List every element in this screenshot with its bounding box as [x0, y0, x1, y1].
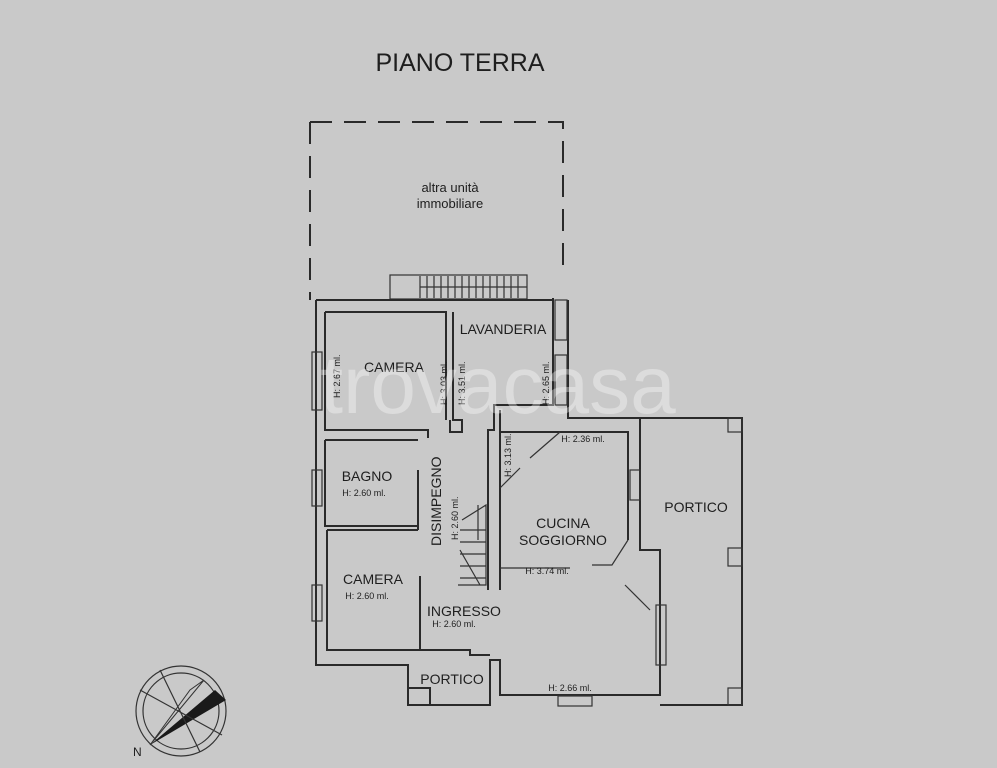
room-portico-right: PORTICO	[664, 499, 728, 515]
height-ingresso: H: 2.60 ml.	[432, 619, 476, 629]
external-stairs	[389, 274, 528, 300]
outside-unit-label-1: altra unità	[421, 180, 479, 195]
height-cucina-d: H: 2.66 ml.	[548, 683, 592, 693]
room-soggiorno: SOGGIORNO	[519, 532, 607, 548]
compass-north-label: N	[133, 745, 142, 759]
height-cucina-b: H: 3.13 ml.	[503, 433, 513, 477]
height-lavanderia-b: H: 3.51 ml.	[457, 361, 467, 405]
room-ingresso: INGRESSO	[427, 603, 501, 619]
room-camera-top: CAMERA	[364, 359, 425, 375]
height-disimpegno: H: 2.60 ml.	[450, 496, 460, 540]
outside-unit-label-2: immobiliare	[417, 196, 483, 211]
room-lavanderia: LAVANDERIA	[460, 321, 547, 337]
room-bagno: BAGNO	[342, 468, 393, 484]
height-bagno: H: 2.60 ml.	[342, 488, 386, 498]
compass-icon	[135, 665, 227, 757]
room-disimpegno: DISIMPEGNO	[428, 456, 444, 546]
internal-stairs	[458, 503, 487, 586]
height-lavanderia-c: H: 2.65 ml.	[541, 361, 551, 405]
plan-title: PIANO TERRA	[375, 49, 544, 77]
watermark-logo: trovacasa	[320, 340, 676, 431]
height-lavanderia-a: H: 3.03 ml.	[439, 361, 449, 405]
height-camera-bottom: H: 2.60 ml.	[345, 591, 389, 601]
room-cucina: CUCINA	[536, 515, 590, 531]
room-portico-bottom: PORTICO	[420, 671, 484, 687]
windows	[311, 299, 743, 707]
outside-unit-boundary	[309, 121, 564, 300]
door-swings	[499, 431, 651, 611]
height-camera-top: H: 2.67 ml.	[332, 354, 342, 398]
height-cucina: H: 3.74 ml.	[525, 566, 569, 576]
room-camera-bottom: CAMERA	[343, 571, 404, 587]
height-cucina-c: H: 2.36 ml.	[561, 434, 605, 444]
